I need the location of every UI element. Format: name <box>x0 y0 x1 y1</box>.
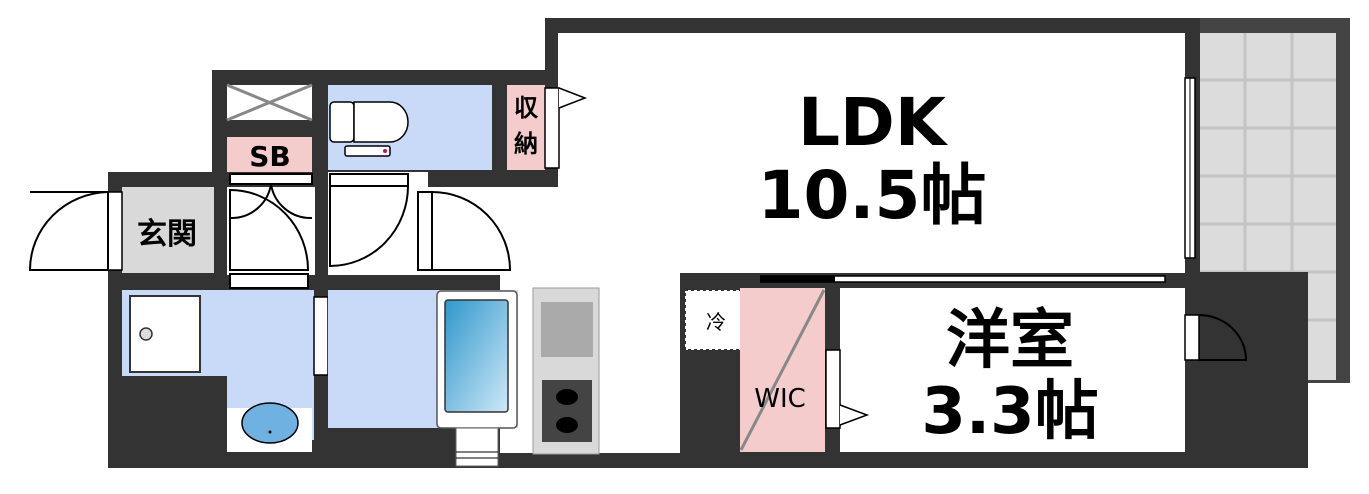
ldk-size: 10.5帖 <box>758 157 987 234</box>
toilet-icon <box>329 101 409 157</box>
refrigerator-space <box>684 289 749 351</box>
storage-closet <box>507 85 545 170</box>
balcony-door[interactable] <box>1198 314 1248 361</box>
kitchen-sink-icon <box>541 302 593 357</box>
shoebox <box>227 137 312 172</box>
entrance-label: 玄関 <box>137 217 197 252</box>
fridge-label: 冷 <box>706 310 726 334</box>
storage-label-2: 納 <box>514 130 538 158</box>
wic-label: WIC <box>754 384 806 414</box>
western-room-label: 洋室 <box>946 304 1074 378</box>
shoebox-label: SB <box>249 140 291 173</box>
washbasin-icon <box>241 402 299 444</box>
western-room-size: 3.3帖 <box>921 375 1098 449</box>
ldk-label: LDK <box>798 84 949 161</box>
entrance <box>122 187 214 273</box>
entrance-door[interactable] <box>28 191 109 271</box>
kitchen-counter <box>532 287 600 455</box>
storage-label-1: 収 <box>514 94 539 122</box>
western-room <box>840 288 1185 452</box>
